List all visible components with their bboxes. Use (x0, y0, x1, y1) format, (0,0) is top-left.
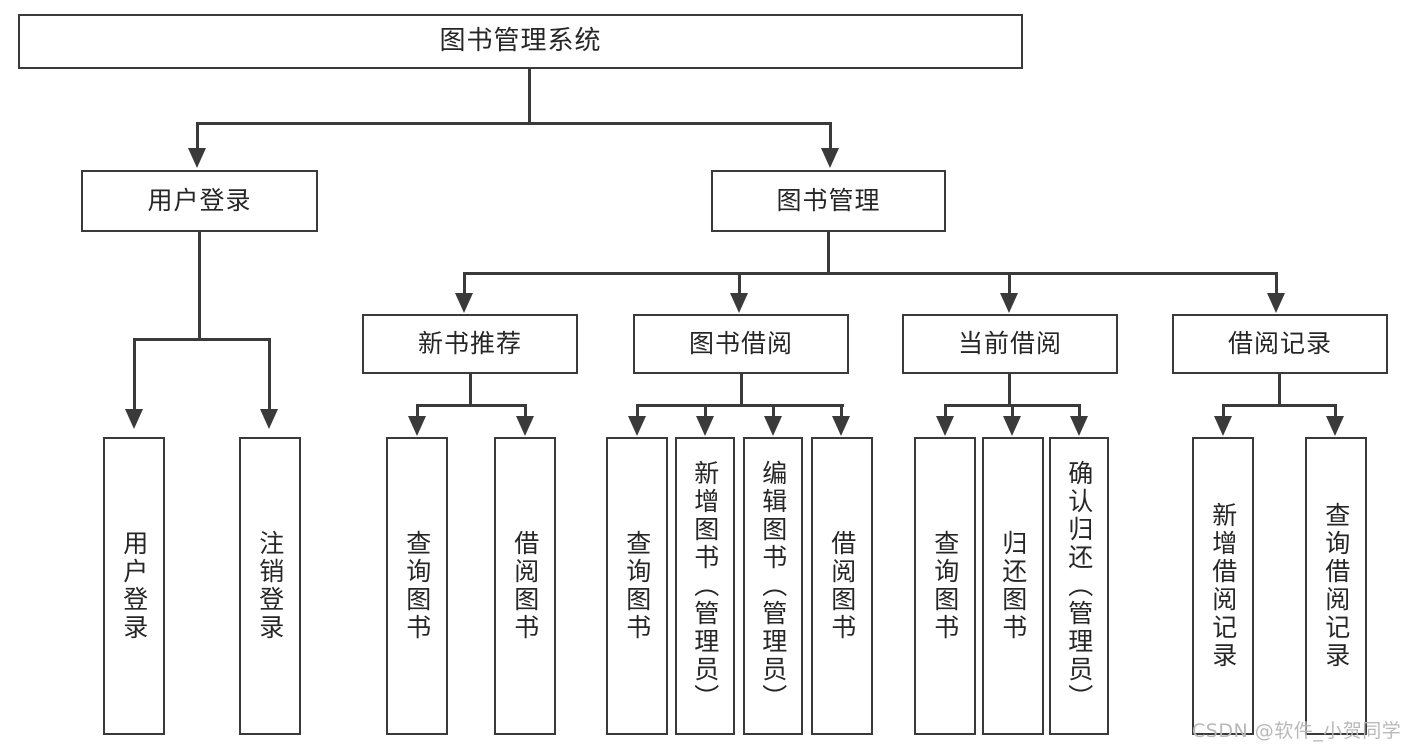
node-leaf-borrow-book-new-rec[interactable]: 借阅图书 (494, 437, 556, 735)
edge-new-book-rec-trunk (469, 374, 472, 406)
node-leaf-add-borrow-record[interactable]: 新增借阅记录 (1192, 437, 1254, 735)
arrowhead-leaf-return-book (1003, 416, 1021, 436)
edge-root-trunk (528, 69, 531, 124)
edge-current-borrow-trunk (1008, 374, 1011, 406)
arrowhead-leaf-query-book-1 (408, 416, 426, 436)
edge-drop-leaf-return-book (1011, 404, 1014, 418)
arrowhead-leaf-confirm-return (1070, 416, 1088, 436)
edge-drop-leaf-borrow-book-2 (840, 404, 843, 418)
arrowhead-leaf-query-record (1326, 416, 1344, 436)
node-label: 确认归还（管理员） (1064, 460, 1094, 712)
node-label: 查询图书 (930, 530, 960, 642)
node-leaf-return-book[interactable]: 归还图书 (982, 437, 1044, 735)
node-current-borrow[interactable]: 当前借阅 (902, 314, 1118, 374)
node-book-manage[interactable]: 图书管理 (711, 170, 946, 232)
node-leaf-query-book-current[interactable]: 查询图书 (914, 437, 976, 735)
node-label: 归还图书 (998, 530, 1028, 642)
node-label: 借阅图书 (510, 530, 540, 642)
node-label: 图书管理系统 (439, 26, 602, 57)
node-leaf-add-book-admin[interactable]: 新增图书（管理员） (675, 437, 735, 735)
edge-drop-leaf-confirm-return (1078, 404, 1081, 418)
edge-borrow-record-trunk (1278, 374, 1281, 406)
edge-drop-leaf-query-book-1 (416, 404, 419, 418)
node-label: 注销登录 (255, 530, 285, 642)
node-label: 新书推荐 (417, 329, 522, 359)
node-leaf-borrow-book-borrow[interactable]: 借阅图书 (811, 437, 873, 735)
node-label: 新增图书（管理员） (690, 460, 720, 712)
node-book-borrow[interactable]: 图书借阅 (633, 314, 849, 374)
edge-book-borrow-hub-bar (636, 404, 844, 407)
arrowhead-leaf-borrow-book-2 (832, 416, 850, 436)
arrowhead-leaf-query-book-3 (936, 416, 954, 436)
edge-borrow-record-hub-bar (1222, 404, 1337, 407)
node-leaf-user-login[interactable]: 用户登录 (103, 437, 165, 735)
node-leaf-user-logout[interactable]: 注销登录 (239, 437, 301, 735)
arrowhead-book-manage (821, 148, 839, 168)
edge-drop-book-borrow (738, 272, 741, 294)
arrowhead-leaf-add-book (696, 416, 714, 436)
node-label: 图书管理 (776, 186, 881, 216)
node-label: 查询图书 (402, 530, 432, 642)
arrowhead-leaf-borrow-book-1 (516, 416, 534, 436)
edge-drop-leaf-query-record (1334, 404, 1337, 418)
node-label: 编辑图书（管理员） (758, 460, 788, 712)
node-label: 查询图书 (622, 530, 652, 642)
node-user-login[interactable]: 用户登录 (81, 170, 318, 232)
edge-user-login-hub-bar (133, 338, 271, 341)
edge-drop-leaf-query-book-2 (636, 404, 639, 418)
node-label: 借阅图书 (827, 530, 857, 642)
node-label: 查询借阅记录 (1321, 502, 1351, 670)
arrowhead-leaf-add-record (1214, 416, 1232, 436)
arrowhead-current-borrow (1000, 293, 1018, 313)
edge-new-book-rec-hub-bar (416, 404, 527, 407)
edge-drop-leaf-query-book-3 (944, 404, 947, 418)
edge-book-borrow-trunk (740, 374, 743, 406)
node-label: 用户登录 (119, 530, 149, 642)
arrowhead-leaf-query-book-2 (628, 416, 646, 436)
edge-level2-hub-bar (463, 272, 1277, 275)
node-borrow-record[interactable]: 借阅记录 (1172, 314, 1388, 374)
arrowhead-user-login (188, 148, 206, 168)
node-leaf-confirm-return-admin[interactable]: 确认归还（管理员） (1049, 437, 1109, 735)
edge-drop-leaf-user-logout (268, 338, 271, 410)
arrowhead-leaf-user-login (125, 409, 143, 429)
edge-user-login-trunk (198, 232, 201, 340)
node-label: 用户登录 (147, 186, 252, 216)
node-new-book-rec[interactable]: 新书推荐 (362, 314, 578, 374)
node-label: 当前借阅 (957, 329, 1062, 359)
edge-drop-book-manage (829, 122, 832, 149)
node-leaf-query-borrow-record[interactable]: 查询借阅记录 (1305, 437, 1367, 735)
edge-book-manage-trunk (827, 232, 830, 274)
arrowhead-leaf-user-logout (260, 409, 278, 429)
node-label: 借阅记录 (1227, 329, 1332, 359)
edge-level1-hub-bar (196, 122, 832, 125)
edge-drop-leaf-add-record (1222, 404, 1225, 418)
node-label: 新增借阅记录 (1208, 502, 1238, 670)
edge-drop-current-borrow (1008, 272, 1011, 294)
arrowhead-borrow-record (1267, 293, 1285, 313)
edge-drop-leaf-add-book (704, 404, 707, 418)
arrowhead-book-borrow (730, 293, 748, 313)
edge-drop-leaf-edit-book (772, 404, 775, 418)
node-root-book-management-system[interactable]: 图书管理系统 (18, 14, 1023, 69)
watermark-credit: CSDN @软件_小贺同学 (1192, 720, 1402, 742)
arrowhead-new-book-rec (455, 293, 473, 313)
edge-drop-borrow-record (1275, 272, 1278, 294)
node-leaf-edit-book-admin[interactable]: 编辑图书（管理员） (743, 437, 803, 735)
edge-drop-leaf-borrow-book-1 (524, 404, 527, 418)
edge-drop-user-login (196, 122, 199, 149)
edge-drop-leaf-user-login (133, 338, 136, 410)
arrowhead-leaf-edit-book (764, 416, 782, 436)
node-leaf-query-book-borrow[interactable]: 查询图书 (606, 437, 668, 735)
node-label: 图书借阅 (688, 329, 793, 359)
edge-drop-new-book-rec (463, 272, 466, 294)
node-leaf-query-book-new-rec[interactable]: 查询图书 (386, 437, 448, 735)
